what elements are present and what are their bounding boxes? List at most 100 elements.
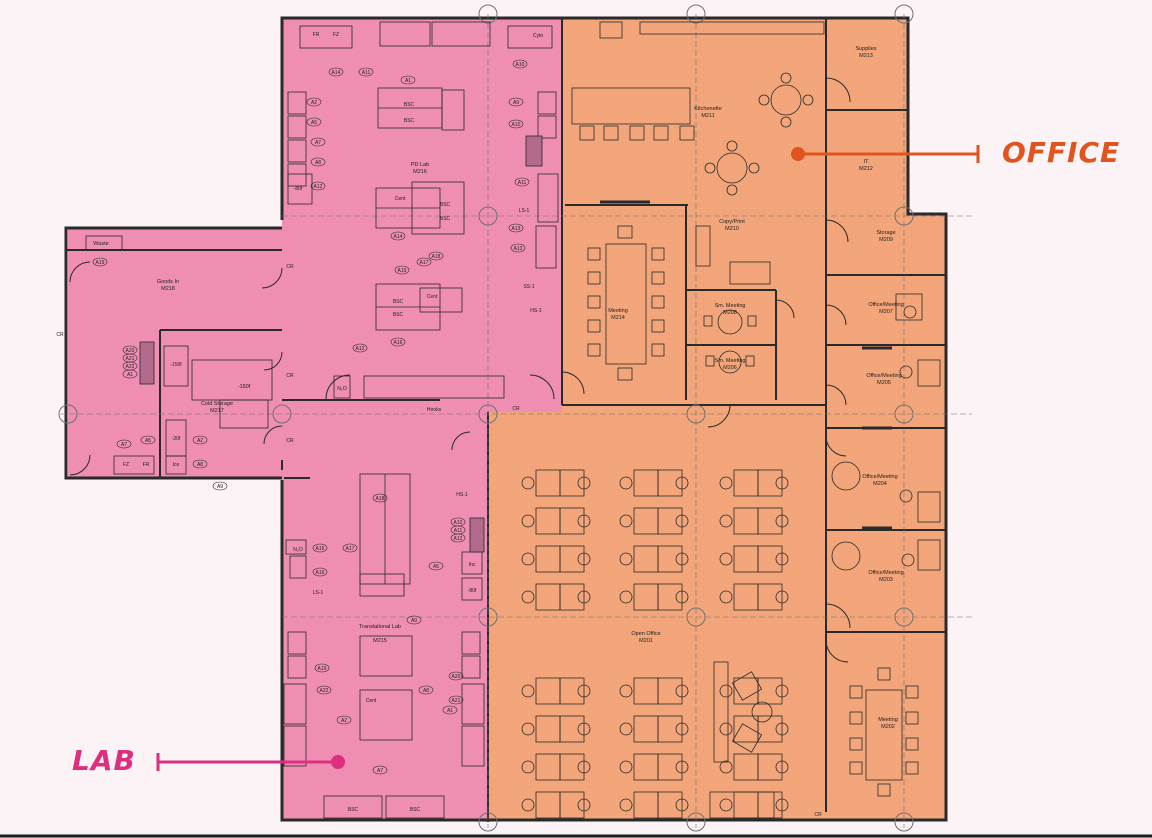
small-meeting-furniture xyxy=(703,309,757,374)
minus20-label: -20f xyxy=(172,436,181,442)
svg-text:A8: A8 xyxy=(197,462,203,468)
room-labels: Goods In M218 Waste Cold Storage M217 -1… xyxy=(93,46,903,730)
svg-text:A11: A11 xyxy=(454,528,463,534)
asset-tag: A9 xyxy=(508,97,524,107)
asset-tag: A19 xyxy=(314,663,330,673)
workstation-desk xyxy=(657,545,683,573)
task-chair xyxy=(675,798,689,812)
task-chair xyxy=(577,552,591,566)
bsc-label-6: BSC xyxy=(393,312,404,318)
svg-text:A5: A5 xyxy=(145,438,151,444)
hooks-label: Hooks xyxy=(427,407,442,413)
svg-text:A13: A13 xyxy=(512,226,521,232)
room-meeting-m202-name: Meeting xyxy=(878,717,898,723)
workstation-desk xyxy=(657,469,683,497)
minus80-label-1: -80f xyxy=(294,186,303,192)
svg-text:A12: A12 xyxy=(314,184,323,190)
svg-text:A2: A2 xyxy=(341,718,347,724)
workstation-desk xyxy=(757,545,783,573)
svg-text:A22: A22 xyxy=(320,688,329,694)
bsc-label-1: BSC xyxy=(404,102,415,108)
room-office-m204-number: M204 xyxy=(873,481,887,487)
asset-tag: A12 xyxy=(352,343,368,353)
equipment-labels: BSC BSC BSC BSC BSC BSC BSC BSC Cent Cen… xyxy=(56,32,822,818)
asset-tag: A7 xyxy=(310,137,326,147)
svg-text:A9: A9 xyxy=(513,100,519,106)
asset-tag: A5 xyxy=(428,561,444,571)
cr-label-2: CR xyxy=(286,373,294,379)
task-chair xyxy=(719,552,733,566)
asset-tag: A2 xyxy=(306,97,322,107)
asset-tag: A12 xyxy=(450,533,466,543)
task-chair xyxy=(619,722,633,736)
task-chair xyxy=(619,552,633,566)
room-kitchenette-name: Kitchenette xyxy=(694,106,722,112)
svg-text:A16: A16 xyxy=(316,570,325,576)
task-chair xyxy=(577,798,591,812)
bsc-label-4: BSC xyxy=(440,216,451,222)
svg-text:A10: A10 xyxy=(454,520,463,526)
room-office-m204-name: Office/Meeting xyxy=(862,474,897,480)
grid-markers xyxy=(58,4,914,832)
svg-text:A22: A22 xyxy=(126,364,135,370)
task-chair xyxy=(775,552,789,566)
room-meeting-m214-number: M214 xyxy=(611,315,625,321)
room-storage-name: Storage xyxy=(876,230,895,236)
task-chair xyxy=(675,590,689,604)
workstation-desk xyxy=(559,791,585,819)
workstation-desk xyxy=(559,583,585,611)
room-office-m207-name: Office/Meeting xyxy=(868,302,903,308)
task-chair xyxy=(775,722,789,736)
task-chair xyxy=(521,684,535,698)
svg-text:A1: A1 xyxy=(447,708,453,714)
lab-marker-dot xyxy=(331,755,345,769)
asset-tag: A16 xyxy=(312,567,328,577)
task-chair xyxy=(719,514,733,528)
svg-text:A1: A1 xyxy=(405,78,411,84)
task-chair xyxy=(521,514,535,528)
svg-text:A15: A15 xyxy=(398,268,407,274)
room-sm-meeting-m206-number: M206 xyxy=(723,365,737,371)
task-chair xyxy=(719,684,733,698)
n2o-label-2: N₂O xyxy=(337,386,347,392)
asset-tag: A1 xyxy=(122,369,138,379)
fr-label-1: FR xyxy=(313,32,320,38)
svg-text:A7: A7 xyxy=(377,768,383,774)
bsc-label-3: BSC xyxy=(440,202,451,208)
room-translational-lab-number: M215 xyxy=(373,638,387,644)
room-cold-storage-name: Cold Storage xyxy=(201,401,233,407)
inc-label: Inc xyxy=(469,562,476,568)
bsc-label-2: BSC xyxy=(404,118,415,124)
asset-tag: A14 xyxy=(328,67,344,77)
bsc-label-7: BSC xyxy=(348,807,359,813)
task-chair xyxy=(521,590,535,604)
hs1-label-1: HS-1 xyxy=(530,308,542,314)
task-chair xyxy=(775,590,789,604)
bsc-label-8: BSC xyxy=(410,807,421,813)
kitchenette-furniture xyxy=(571,21,825,196)
asset-tag: A10 xyxy=(508,119,524,129)
office-marker-dot xyxy=(791,147,805,161)
task-chair xyxy=(775,760,789,774)
svg-text:A20: A20 xyxy=(126,348,135,354)
svg-text:A2: A2 xyxy=(197,438,203,444)
task-chair xyxy=(675,684,689,698)
workstation-desk xyxy=(657,677,683,705)
workstation-desk xyxy=(757,583,783,611)
task-chair xyxy=(619,798,633,812)
asset-tags: A1A2A5A7A8A9A10A11A12A13A14A15A16A17A18A… xyxy=(92,59,530,775)
cyto-label: Cyto xyxy=(533,33,544,39)
exterior-walls xyxy=(64,16,948,822)
task-chair xyxy=(719,722,733,736)
meeting-m214-furniture xyxy=(587,200,665,381)
workstation-desk xyxy=(559,469,585,497)
room-cold-storage-number: M217 xyxy=(210,408,224,414)
room-copy-print-number: M210 xyxy=(725,226,739,232)
minus150-label: -150f xyxy=(170,362,182,368)
workstation-desk xyxy=(757,507,783,535)
hs1-label-2: HS-1 xyxy=(456,492,468,498)
room-office-m205-number: M205 xyxy=(877,380,891,386)
svg-text:A11: A11 xyxy=(518,180,527,186)
svg-text:A12: A12 xyxy=(454,536,463,542)
asset-tag: A19 xyxy=(92,257,108,267)
